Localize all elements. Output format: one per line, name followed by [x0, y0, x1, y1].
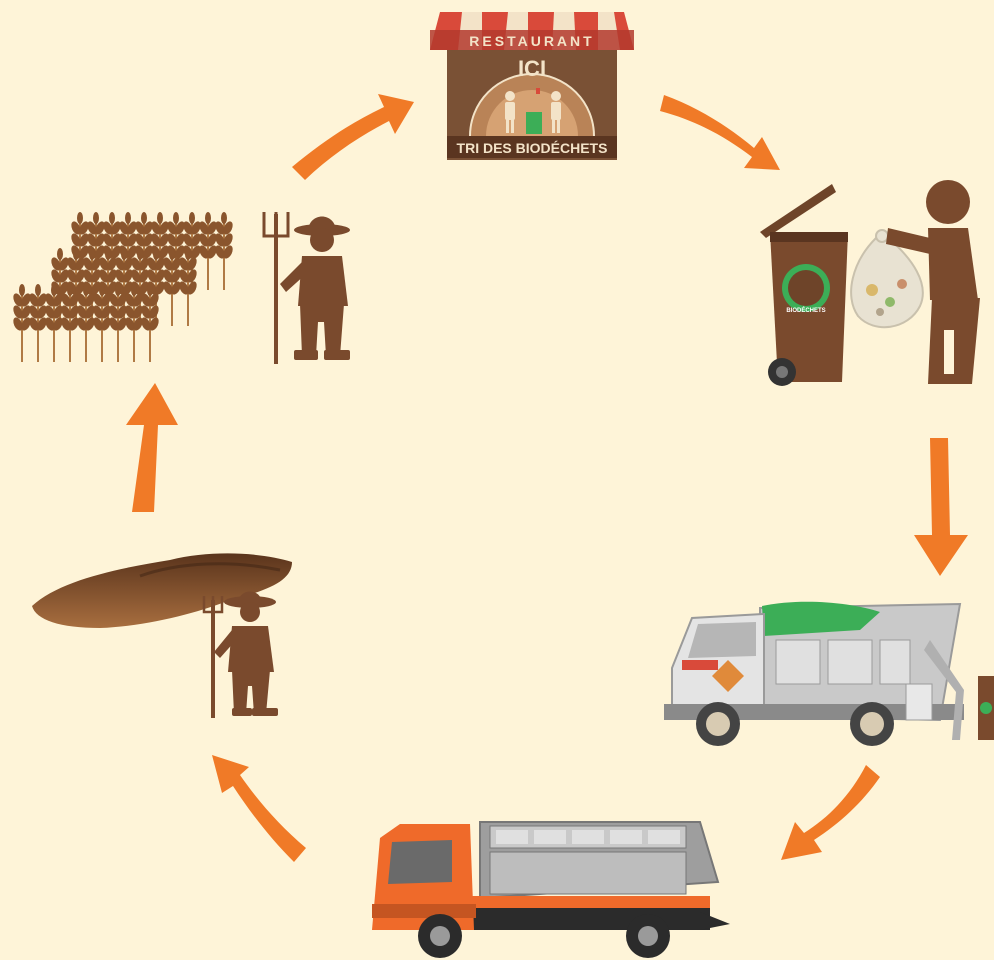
restaurant-icon: RESTAURANT ICI TRI DES BIODÉCHETS: [430, 12, 634, 160]
restaurant-sign-top: RESTAURANT: [469, 33, 594, 49]
arrow-icon-1: [292, 94, 414, 180]
restaurant-sign-center: ICI: [518, 56, 546, 81]
bin-disposal-icon: BIODÉCHETS: [760, 180, 980, 386]
arrow-icon-4: [781, 765, 880, 860]
cycle-arrows: [126, 94, 968, 862]
transport-truck-icon: [372, 822, 730, 958]
wheat-farmer-icon: [11, 212, 350, 364]
waste-bag-icon: [851, 238, 923, 327]
compost-farmer-icon: [32, 553, 292, 718]
bin-sticker-label: BIODÉCHETS: [786, 306, 825, 314]
restaurant-banner: TRI DES BIODÉCHETS: [457, 140, 608, 156]
arrow-icon-3: [914, 438, 968, 576]
arrow-icon-2: [660, 95, 780, 170]
arrow-icon-5: [212, 755, 306, 862]
collection-truck-icon: [664, 602, 994, 746]
wheat-field-icon: [11, 212, 234, 362]
green-bin-icon: [526, 112, 542, 134]
arrow-icon-6: [126, 383, 178, 512]
